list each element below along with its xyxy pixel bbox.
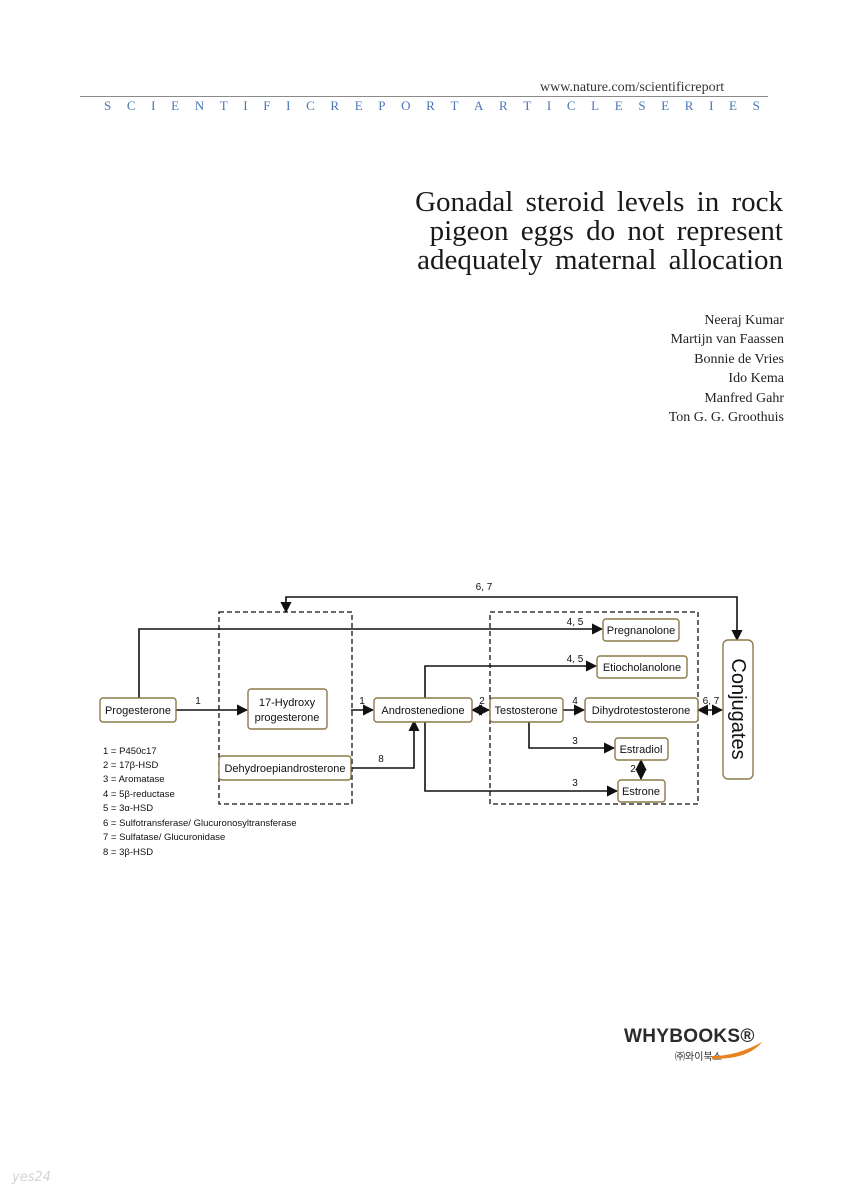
node-hydroxy-line2: progesterone (255, 712, 320, 724)
edge-label-andro-estrone: 3 (572, 778, 578, 789)
edge-label-pregnanolone: 4, 5 (567, 617, 584, 628)
publisher-logo-subtitle: ㈜와이북스 (675, 1052, 722, 1063)
series-letter: E (354, 98, 363, 113)
node-progesterone: Progesterone (105, 705, 171, 717)
watermark: yes24 (12, 1170, 52, 1185)
node-dhea: Dehydroepiandrosterone (224, 763, 345, 775)
arrow-andro-estrone (424, 721, 619, 797)
series-letter: A (474, 98, 484, 113)
edge-label-etiocholanolone: 4, 5 (567, 654, 584, 665)
series-letter: T (219, 98, 228, 113)
series-letter: I (546, 98, 552, 113)
legend-item: 3 = Aromatase (103, 774, 165, 785)
legend-item: 6 = Sulfotransferase/ Glucuronosyltransf… (103, 818, 297, 829)
edge-label-testo-dht: 4 (572, 696, 578, 707)
legend-item: 4 = 5β-reductase (103, 789, 175, 800)
arrow-to-etiocholanolone (424, 660, 598, 698)
series-letter: S (638, 98, 646, 113)
node-hydroxy-line1: 17-Hydroxy (259, 697, 316, 709)
author-name: Bonnie de Vries (694, 351, 784, 367)
series-letter: O (401, 98, 411, 113)
node-conjugates: Conjugates (727, 658, 749, 759)
node-estradiol: Estradiol (620, 744, 663, 756)
article-title: Gonadal steroid levels in rock pigeon eg… (263, 188, 783, 275)
node-box-dihydrotestosterone (584, 697, 699, 723)
series-letter: T (450, 98, 459, 113)
author-name: Martijn van Faassen (670, 332, 784, 348)
arrow-testo-estradiol (528, 721, 616, 754)
node-box-pregnanolone (602, 618, 680, 642)
logo-swoosh-icon (712, 1042, 762, 1059)
title-line: adequately maternal allocation (417, 244, 783, 276)
journal-url: www.nature.com/scientificreport (540, 80, 725, 95)
series-letter: F (263, 98, 271, 113)
node-dihydrotestosterone: Dihydrotestosterone (592, 705, 690, 717)
author-list: Neeraj Kumar Martijn van Faassen Bonnie … (669, 311, 784, 427)
series-letter: I (151, 98, 156, 113)
series-letter: R (684, 98, 694, 113)
author-name: Ido Kema (728, 371, 784, 387)
series-letter: R (330, 98, 340, 113)
legend-item: 7 = Sulfatase/ Glucuronidase (103, 832, 225, 843)
edge-label-dht-conj: 6, 7 (703, 696, 720, 707)
edge-label-testo-estradiol: 3 (572, 736, 578, 747)
series-letter: C (566, 98, 576, 113)
series-letter: R (426, 98, 435, 113)
series-letter: R (499, 98, 508, 113)
node-box-androstenedione (373, 697, 473, 723)
series-letter: E (661, 98, 670, 113)
title-line: pigeon eggs do not represent (429, 215, 783, 247)
series-letter: C (126, 98, 136, 113)
author-name: Manfred Gahr (704, 390, 784, 406)
series-letter: I (709, 98, 714, 113)
series-letter: I (286, 98, 291, 113)
series-banner: S C I E N T I F I C R E P O R T A R T I … (104, 98, 760, 114)
node-box-testosterone (489, 697, 564, 723)
series-letter: E (614, 98, 623, 113)
node-box-conjugates (722, 639, 754, 780)
series-letter: S (104, 98, 112, 113)
arrow-to-pregnanolone (138, 623, 604, 698)
edge-label-estradiol-estrone: 2 (630, 764, 636, 775)
edge-label-hydroxy-andro: 1 (359, 696, 365, 707)
node-box-hydroxyprogesterone (247, 688, 328, 730)
legend-item: 1 = P450c17 (103, 746, 157, 757)
edge-label-dhea-andro: 8 (378, 754, 384, 765)
series-letter: C (306, 98, 315, 113)
legend-item: 8 = 3β-HSD (103, 847, 153, 858)
edge-label-prog-hydroxy: 1 (195, 696, 201, 707)
node-box-estrone (617, 779, 666, 803)
arrow-dhea-andro (351, 719, 420, 769)
author-name: Ton G. G. Groothuis (668, 410, 784, 426)
node-androstenedione: Androstenedione (381, 705, 464, 717)
node-estrone: Estrone (622, 786, 660, 798)
node-box-etiocholanolone (596, 655, 688, 679)
node-etiocholanolone: Etiocholanolone (603, 662, 681, 674)
series-letter: S (752, 98, 760, 113)
node-box-estradiol (614, 737, 669, 761)
series-letter: L (591, 98, 600, 113)
node-box-dhea (218, 755, 352, 781)
series-letter: P (378, 98, 386, 113)
header-rule (80, 96, 768, 97)
author-name: Neeraj Kumar (704, 313, 784, 328)
publisher-logo: WHYBOOKS® (624, 1026, 755, 1047)
legend-item: 5 = 3α-HSD (103, 803, 153, 814)
series-letter: E (171, 98, 180, 113)
series-letter: N (194, 98, 205, 113)
series-letter: T (523, 98, 532, 113)
node-pregnanolone: Pregnanolone (607, 625, 676, 637)
title-line: Gonadal steroid levels in rock (415, 186, 783, 218)
node-box-progesterone (99, 697, 177, 723)
edge-label-andro-testo: 2 (479, 696, 485, 707)
node-testosterone: Testosterone (495, 705, 558, 717)
legend-item: 2 = 17β-HSD (103, 760, 159, 771)
arrow-conjugates-loop (280, 596, 743, 642)
series-letter: E (729, 98, 737, 113)
edge-label-top-loop: 6, 7 (476, 582, 493, 593)
series-letter: I (243, 98, 248, 113)
